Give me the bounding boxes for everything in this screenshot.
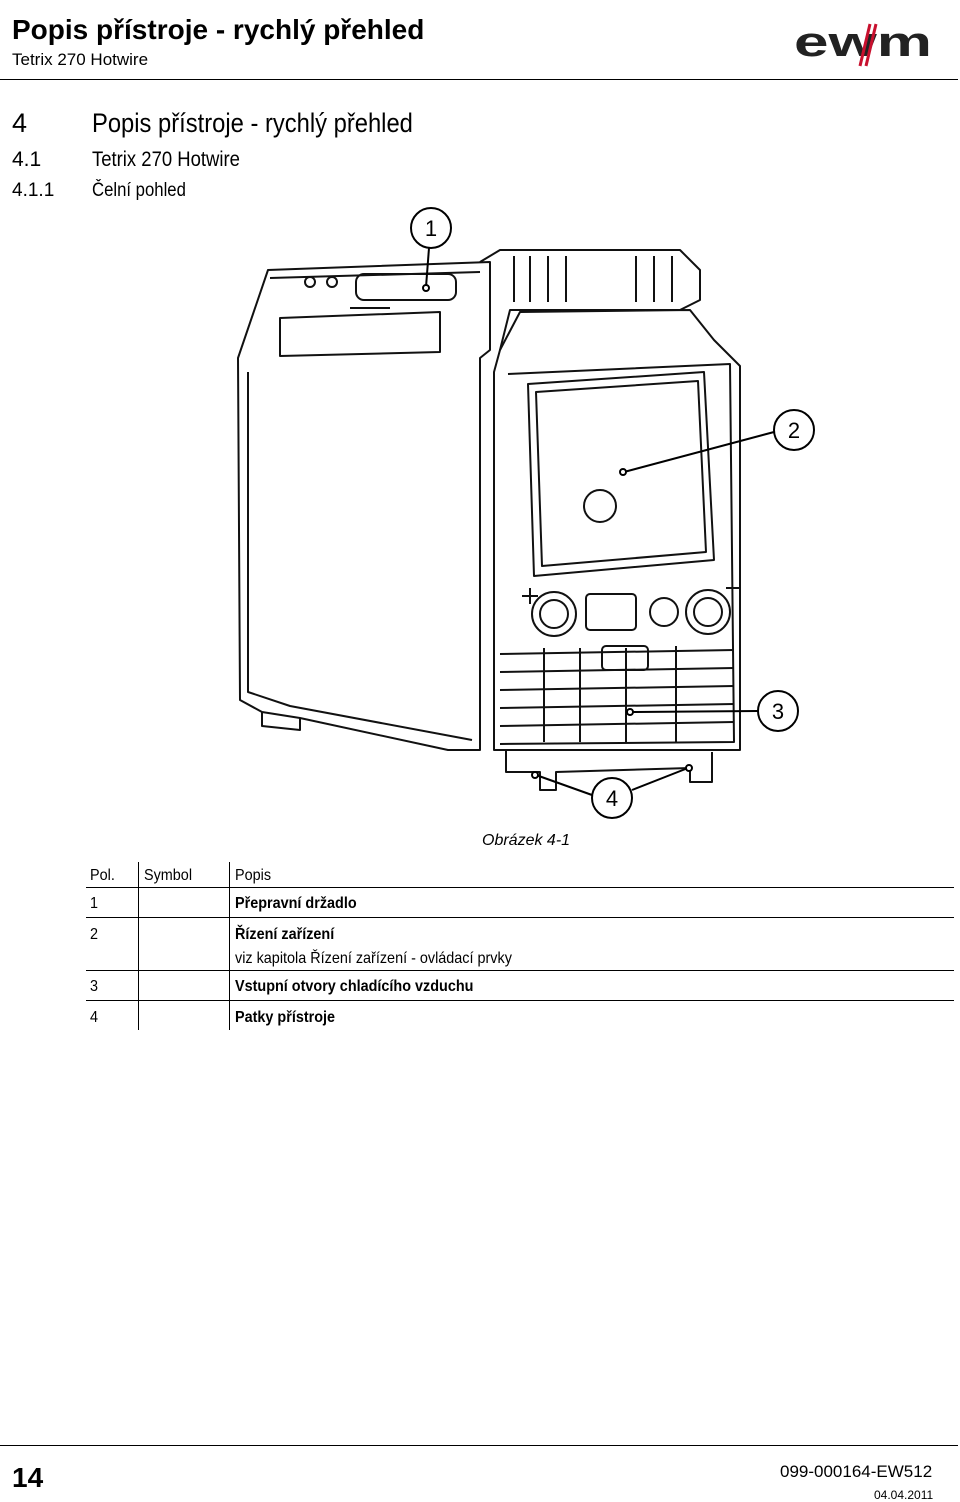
table-row-rule xyxy=(86,917,954,918)
page-header-subtitle: Tetrix 270 Hotwire xyxy=(12,50,149,69)
table-row-2-pos: 2 xyxy=(90,926,99,943)
section-3-number: 4.1.1 xyxy=(12,180,55,201)
table-row-2-note: viz kapitola Řízení zařízení - ovládací … xyxy=(235,950,512,967)
table-column-divider xyxy=(138,862,139,1030)
table-header-rule xyxy=(86,887,954,888)
ewm-logo: ewm xyxy=(794,18,932,67)
callout-4-label: 4 xyxy=(606,786,618,811)
page-header-title: Popis přístroje - rychlý přehled xyxy=(12,14,425,45)
table-row-4-pos: 4 xyxy=(90,1009,99,1026)
figure-caption: Obrázek 4-1 xyxy=(482,832,571,849)
callout-3-label: 3 xyxy=(772,699,784,724)
section-1-number: 4 xyxy=(12,108,28,138)
footer-rule xyxy=(0,1445,958,1446)
section-3-title: Čelní pohled xyxy=(92,180,186,201)
machine-outline xyxy=(237,249,741,791)
callout-1-circle xyxy=(410,207,452,249)
callout-4-circle xyxy=(591,777,633,819)
table-row-rule xyxy=(86,1000,954,1001)
section-2-number: 4.1 xyxy=(12,148,42,171)
table-row-rule xyxy=(86,970,954,971)
table-row-4-desc: Patky přístroje xyxy=(235,1009,336,1026)
callout-1-label: 1 xyxy=(425,216,437,241)
table-header-symbol: Symbol xyxy=(144,867,193,884)
table-header-desc: Popis xyxy=(235,867,272,884)
callout-2-label: 2 xyxy=(788,418,800,443)
callout-2-circle xyxy=(773,409,815,451)
machine-front-view-figure: 1 2 3 4 xyxy=(237,207,815,819)
table-row-1-desc: Přepravní držadlo xyxy=(235,895,357,912)
table-row-3-desc: Vstupní otvory chladícího vzduchu xyxy=(235,978,474,995)
table-row-3-pos: 3 xyxy=(90,978,99,995)
document-date: 04.04.2011 xyxy=(874,1488,934,1502)
section-2-title: Tetrix 270 Hotwire xyxy=(92,148,240,171)
document-id: 099-000164-EW512 xyxy=(780,1462,933,1481)
header-rule xyxy=(0,79,958,80)
page-number: 14 xyxy=(12,1462,44,1493)
section-1-title: Popis přístroje - rychlý přehled xyxy=(92,108,413,138)
figure-callouts xyxy=(410,207,815,819)
table-row-1-pos: 1 xyxy=(90,895,99,912)
table-row-2-desc: Řízení zařízení xyxy=(235,926,335,943)
table-column-divider xyxy=(229,862,230,1030)
table-header-pos: Pol. xyxy=(90,867,115,884)
